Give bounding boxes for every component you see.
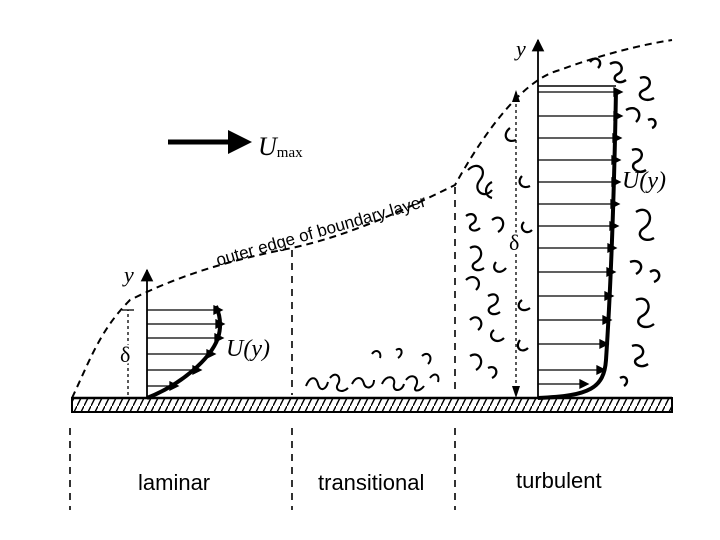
boundary-layer-label: outer edge of boundary layer <box>214 192 429 270</box>
free-stream-arrow <box>168 130 252 154</box>
laminar-profile-label: U(y) <box>226 336 270 362</box>
region-label-transitional: transitional <box>318 470 424 495</box>
turbulent-axis-label: y <box>514 36 526 61</box>
laminar-profile <box>122 268 226 400</box>
turbulent-profile <box>512 38 624 400</box>
boundary-layer-edge <box>71 39 673 399</box>
free-stream-label: Umax <box>258 132 303 161</box>
laminar-axis-label: y <box>122 262 134 287</box>
laminar-thickness-label: δ <box>120 342 130 367</box>
turbulent-thickness-label: δ <box>509 230 519 255</box>
turbulent-eddies <box>465 127 533 379</box>
region-label-laminar: laminar <box>138 470 210 495</box>
transitional-eddies <box>305 348 440 392</box>
region-dividers <box>69 187 456 510</box>
flat-plate <box>71 396 673 413</box>
turbulent-eddies-right <box>589 57 661 387</box>
region-label-turbulent: turbulent <box>516 468 602 493</box>
